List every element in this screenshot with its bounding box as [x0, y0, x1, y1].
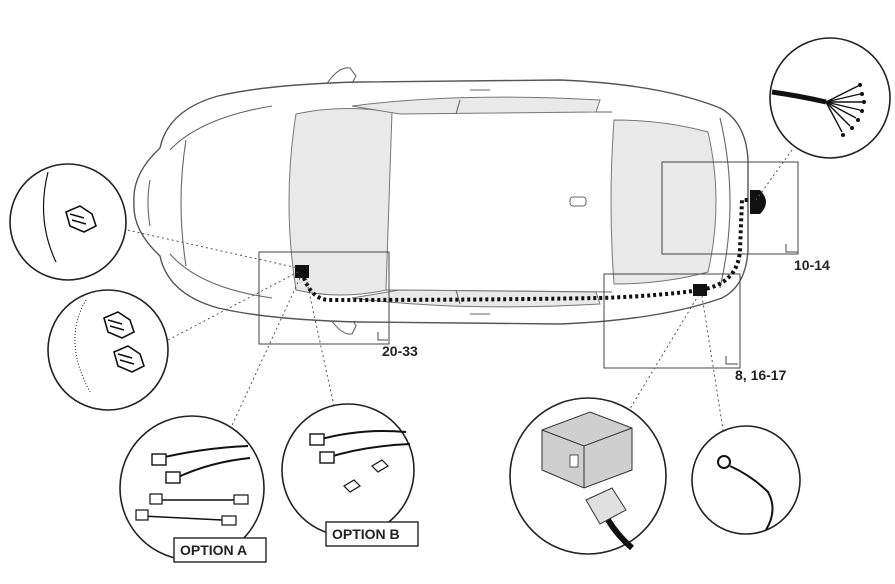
tow-socket — [750, 190, 766, 214]
ring-terminal-icon — [717, 455, 731, 469]
option-b-text: OPTION B — [332, 526, 400, 542]
option-a-text: OPTION A — [180, 542, 247, 558]
option-a-label: OPTION A — [173, 537, 267, 563]
detail-wire-bundle — [769, 37, 891, 159]
windshield — [288, 107, 393, 296]
front-area-box — [258, 251, 390, 345]
rear-area-box — [661, 161, 799, 255]
clip-icon — [103, 311, 145, 373]
detail-option-a — [119, 415, 265, 561]
mid-connector — [693, 284, 707, 296]
front-connector — [295, 265, 309, 278]
option-b-label: OPTION B — [325, 521, 419, 547]
detail-clips-1 — [9, 163, 127, 281]
detail-option-b — [281, 403, 415, 537]
left-windows — [351, 96, 601, 115]
label-rear-area: 10-14 — [794, 257, 830, 273]
car-top-view — [133, 67, 766, 335]
fuel-cap — [569, 196, 587, 207]
rear-window — [610, 119, 717, 285]
detail-ground-terminal — [691, 425, 801, 535]
mid-area-box — [603, 273, 741, 369]
label-front-area: 20-33 — [382, 343, 418, 359]
clip-icon — [65, 205, 97, 233]
callout-boxes — [258, 161, 799, 369]
label-mid-area: 8, 16-17 — [735, 367, 787, 383]
leader-lines — [117, 149, 793, 437]
module-box — [541, 411, 633, 489]
detail-control-module — [509, 397, 667, 555]
detail-clips-2 — [47, 289, 169, 411]
module-plug — [585, 487, 627, 525]
car-body — [133, 79, 749, 325]
wire-harness — [295, 198, 752, 303]
